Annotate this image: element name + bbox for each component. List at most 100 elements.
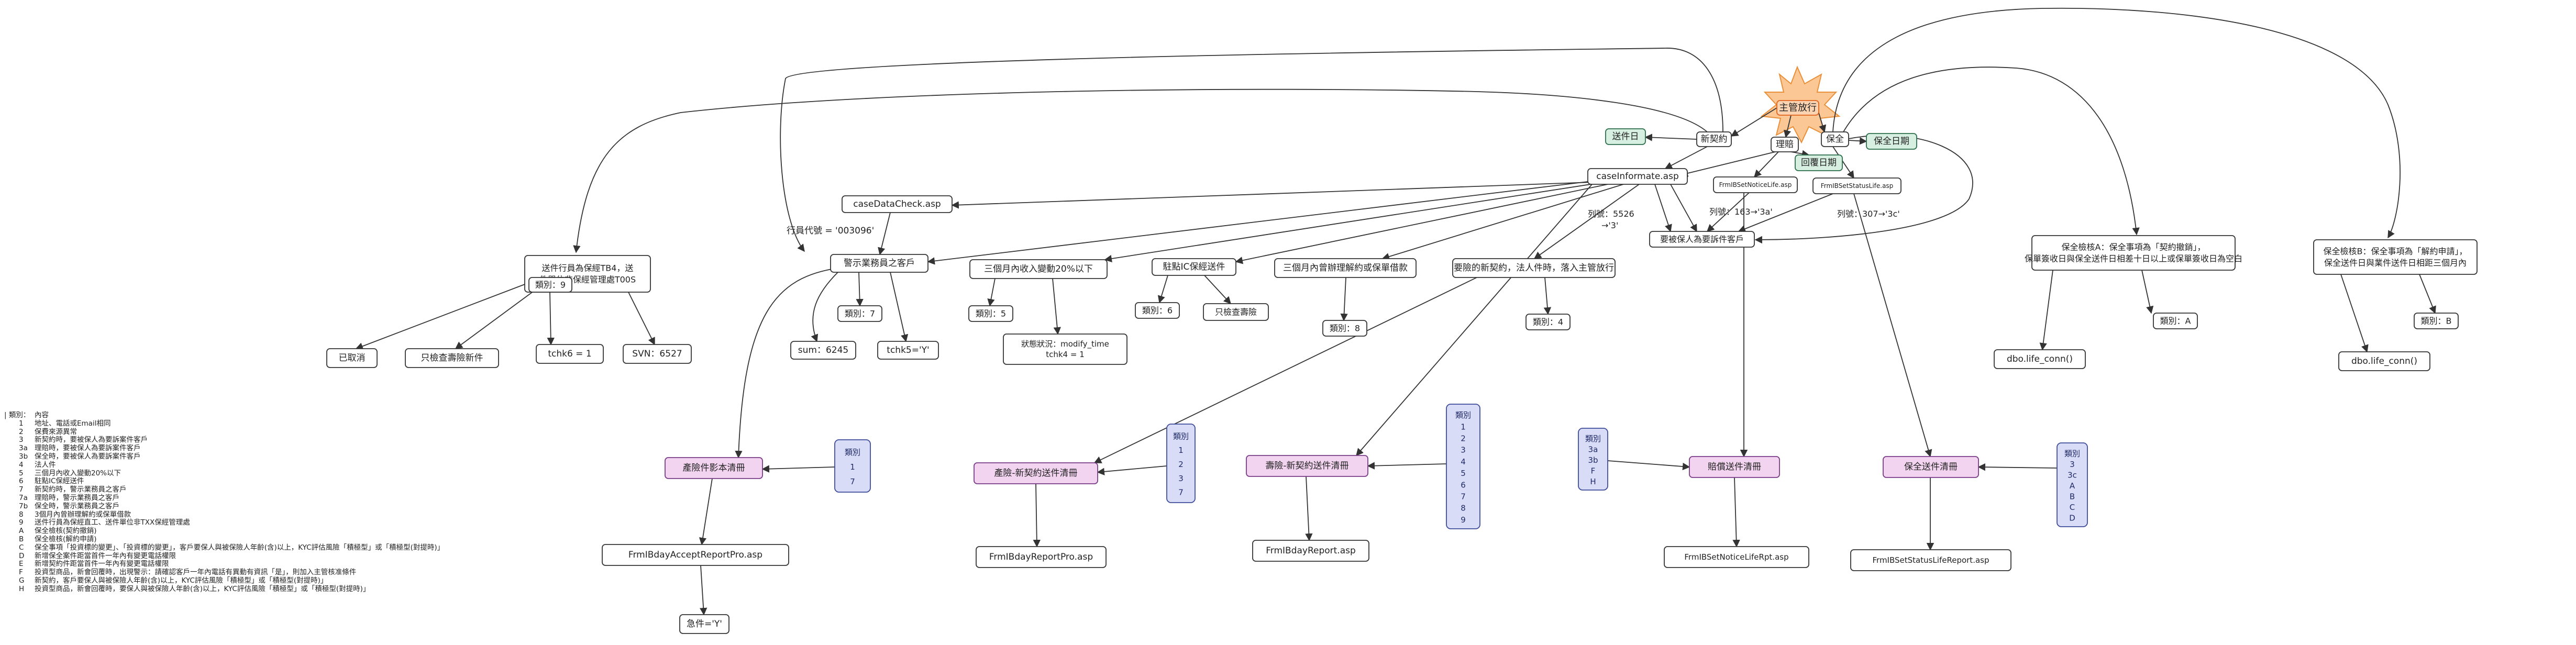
node-only-check-1: 只檢查壽險	[1203, 303, 1269, 321]
node-cancelled: 已取消	[326, 348, 378, 368]
legend-desc: 投資型商品，新會回覆時，出現警示：請確認客戶一年內電話有異動有資訊「是」，則加入…	[35, 568, 357, 577]
node-box	[623, 344, 692, 364]
legend-code: H	[19, 584, 25, 593]
legend-desc: 法人件	[35, 460, 56, 469]
node-box	[602, 544, 789, 566]
node-pink-preserve: 保全送件清冊	[1883, 456, 1979, 478]
node-case-data-check: caseDataCheck.asp	[842, 195, 953, 213]
node-frm-status-rpt: FrmIBSetStatusLifeReport.asp	[1850, 549, 2011, 571]
node-box	[326, 348, 378, 368]
node-label: tchk5='Y'	[887, 345, 929, 355]
type-list-item: 4	[1461, 457, 1466, 466]
node-reimburse: 理賠	[1771, 137, 1799, 152]
node-box	[1246, 455, 1368, 477]
type-list-item: D	[2069, 514, 2075, 523]
node-box	[1605, 128, 1646, 145]
node-box	[665, 457, 763, 479]
legend-code: 3a	[19, 444, 28, 453]
node-box	[1274, 258, 1417, 278]
legend-desc: 新契約，客戶要保人與被保險人年齡(含)以上，KYC評估風險「積極型」或「積極型(…	[35, 576, 328, 585]
type-list-item: 3b	[1588, 455, 1598, 465]
node-label: 新契約	[1701, 134, 1728, 144]
node-case-info-asp: caseInformate.asp	[1587, 168, 1688, 185]
type-list-item: 3c	[2068, 470, 2077, 480]
node-label: 送件行員為保經TB4，送	[542, 263, 634, 273]
node-box	[969, 259, 1108, 279]
node-label: 產險件影本清冊	[683, 463, 745, 473]
node-label: 只檢查壽險	[1215, 307, 1257, 317]
legend-desc: 保全檢核(契約撤銷)	[35, 527, 97, 536]
node-box	[976, 546, 1107, 568]
type-list-item: 3	[1178, 474, 1184, 483]
node-box	[1452, 258, 1616, 278]
node-preserve-b: 保全檢核B：保全事項為「解約申請」，保全送件日與業件送件日相距三個月內	[2313, 239, 2478, 275]
node-box	[1203, 303, 1269, 321]
node-label: 已取消	[339, 353, 366, 363]
node-box	[1587, 168, 1688, 185]
node-preserve-date: 保全日期	[1866, 133, 1917, 150]
node-label: caseInformate.asp	[1596, 171, 1679, 182]
node-frm-report-pro: FrmIBdayReportPro.asp	[976, 546, 1107, 568]
legend-desc: 投資型商品，新會回覆時，要保人與被保險人年齡(含)以上，KYC評估風險「積極型」…	[35, 584, 370, 593]
node-svn: SVN：6527	[623, 344, 692, 364]
legend-code: D	[19, 551, 25, 560]
node-preserve-a: 保全檢核A：保全事項為「契約撤銷」，保單簽收日與保全送件日相差十日以上或保單簽收…	[2025, 235, 2242, 271]
node-box	[1821, 131, 1849, 147]
node-label: 類別：A	[2160, 316, 2191, 326]
type-list-item: 8	[1461, 504, 1466, 513]
legend-desc: 新增契約件距當首件一年內有變更電話權限	[35, 560, 169, 569]
legend-code: E	[19, 560, 24, 569]
legend-code: 1	[19, 419, 24, 428]
node-pink-claim: 賠償送件清冊	[1689, 456, 1780, 478]
type-list-item: 5	[1461, 469, 1466, 478]
type-list-item: 2	[1178, 460, 1184, 469]
node-label: 壽險-新契約送件清冊	[1265, 461, 1348, 471]
legend-code: 8	[19, 510, 24, 519]
node-label: 類別：5	[976, 309, 1006, 319]
node-box	[1322, 320, 1367, 337]
type-list-item: A	[2070, 481, 2075, 491]
legend-desc: 新契約時，要被保人為要訴案件客戶	[35, 436, 148, 444]
legend-desc: 三個月內收入變動20%以下	[35, 469, 121, 477]
type-list-item: 2	[1461, 434, 1466, 443]
node-alert-release: 主管放行	[1776, 100, 1819, 116]
node-major-contract: 要險的新契約，法人件時，落入主管放行	[1452, 258, 1616, 278]
type-list-box	[834, 439, 871, 493]
node-frm-notice-rpt: FrmIBSetNoticeLifeRpt.asp	[1664, 546, 1809, 568]
node-label: 類別：7	[845, 309, 875, 319]
type-list-item: 9	[1461, 515, 1466, 525]
node-label: 類別：4	[1533, 317, 1563, 327]
node-box	[1689, 456, 1780, 478]
node-label: FrmIBdayReportPro.asp	[989, 552, 1093, 562]
node-label: tchk6 = 1	[548, 349, 591, 359]
node-tchk5: tchk5='Y'	[877, 341, 939, 360]
type-list-item: 7	[1178, 488, 1184, 497]
legend-code: 6	[19, 477, 24, 486]
node-box	[2313, 239, 2478, 275]
type-list-item: B	[2070, 492, 2075, 502]
type-list-title: 類別	[2064, 449, 2080, 458]
node-dbo-left: dbo.life_conn()	[1994, 349, 2086, 369]
type-list-item: 1	[1178, 446, 1184, 455]
node-label: 理賠	[1776, 139, 1794, 150]
node-box	[1866, 133, 1917, 150]
node-frmib-status: FrmIBSetStatusLife.asp	[1812, 177, 1901, 194]
node-label: 送件日	[1612, 131, 1639, 142]
node-box	[1664, 546, 1809, 568]
node-pink-accept: 產險件影本清冊	[665, 457, 763, 479]
node-label: 賠償送件清冊	[1708, 462, 1761, 472]
node-label: sum：6245	[798, 345, 848, 355]
node-box	[2338, 351, 2430, 371]
node-label: dbo.life_conn()	[2007, 354, 2073, 364]
type-list-title: 類別	[1455, 410, 1471, 420]
